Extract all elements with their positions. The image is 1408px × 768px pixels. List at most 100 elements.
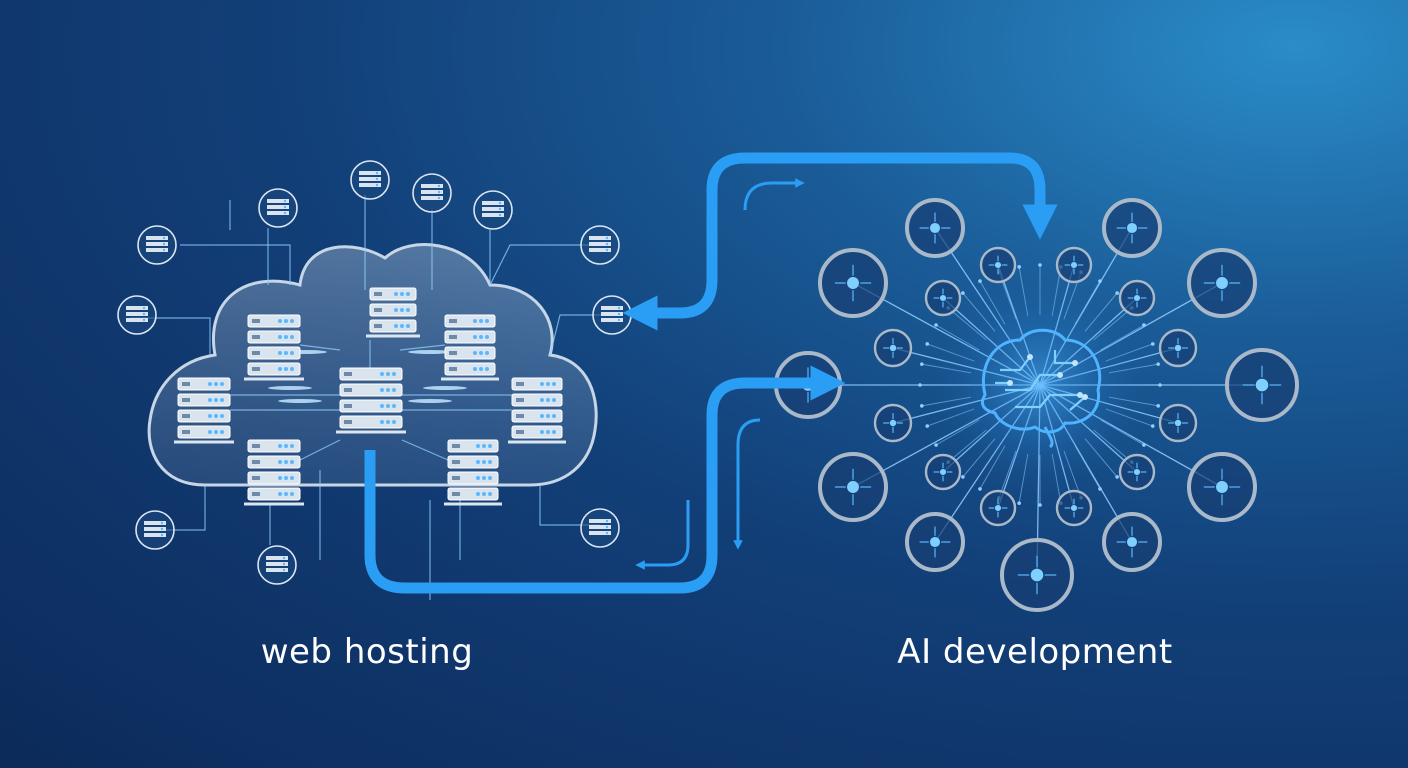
mini-server-unit [146,242,168,246]
server-node [580,508,620,548]
server-slot [182,398,190,402]
server-node [412,173,452,213]
server-rack-icon [244,314,304,381]
mini-server-unit [589,531,611,535]
server-led [214,414,218,418]
server-slot [252,351,260,355]
server-unit [444,330,496,344]
mini-led [375,183,379,187]
server-led [278,367,282,371]
neural-node [905,512,965,572]
neural-node [1102,198,1162,258]
server-rack-icon [508,377,566,444]
server-led [284,476,288,480]
server-led [552,430,556,434]
mini-server-unit [601,318,623,322]
ray-dot [1150,424,1155,428]
server-led [386,420,390,424]
mini-server-unit [266,568,288,572]
server-led [552,398,556,402]
server-led [485,335,489,339]
mini-led [437,196,441,200]
neural-node [1102,512,1162,572]
neural-node [1187,248,1257,318]
server-led [479,367,483,371]
server-led [278,492,282,496]
connection-line [401,439,449,461]
mini-server-unit [267,211,289,215]
server-unit [177,425,231,439]
server-slot [344,388,352,392]
server-slot [452,444,460,448]
brain-icon [981,328,1102,449]
ray-dot [1115,291,1119,295]
server-led [392,420,396,424]
server-led [488,460,492,464]
server-led [392,372,396,376]
neural-node [905,198,965,258]
server-node [473,190,513,230]
ray-dot [961,475,965,479]
server-led [290,460,294,464]
mini-led [162,242,166,246]
server-led [278,319,282,323]
server-led [488,476,492,480]
server-led [488,492,492,496]
server-led [485,367,489,371]
server-led [406,292,410,296]
server-led [473,367,477,371]
server-led [386,388,390,392]
server-unit [177,377,231,391]
ray-dot [961,291,965,295]
server-led [220,398,224,402]
server-slot [374,308,382,312]
server-slot [252,367,260,371]
server-led [290,351,294,355]
server-led [214,382,218,386]
ray-dot [1017,501,1021,505]
mini-server-unit [589,248,611,252]
server-node [117,295,157,335]
server-unit [444,314,496,328]
neural-node-core [1133,468,1141,476]
server-unit [511,409,563,423]
server-led [473,351,477,355]
server-led [380,404,384,408]
neural-node-core [1070,261,1078,269]
mini-server-unit [421,196,443,200]
brain-glow [930,275,1150,495]
server-led [540,382,544,386]
neural-node [924,453,962,491]
server-unit [447,455,499,469]
server-led [284,460,288,464]
flow-arrow-icon [364,152,1058,594]
mini-led [162,248,166,252]
mini-led [437,184,441,188]
server-led [488,444,492,448]
ray-dot [1038,503,1042,507]
ray-dot [1156,362,1160,366]
mini-led [282,556,286,560]
server-node [257,545,297,585]
neural-node [873,328,913,368]
server-led [290,335,294,339]
mini-led [498,207,502,211]
mini-led [142,318,146,322]
server-unit [247,487,301,501]
server-led [278,476,282,480]
mini-led [282,562,286,566]
connection-line [489,244,600,286]
server-led [290,319,294,323]
server-unit [444,346,496,360]
server-led [546,414,550,418]
server-slot [182,382,190,386]
server-led [290,476,294,480]
mini-led [283,199,287,203]
connection-line [399,344,446,351]
server-slot [182,414,190,418]
flow-arrow-top [622,152,1058,331]
server-unit [247,455,301,469]
server-unit [369,319,417,333]
server-led [540,414,544,418]
server-led [482,492,486,496]
